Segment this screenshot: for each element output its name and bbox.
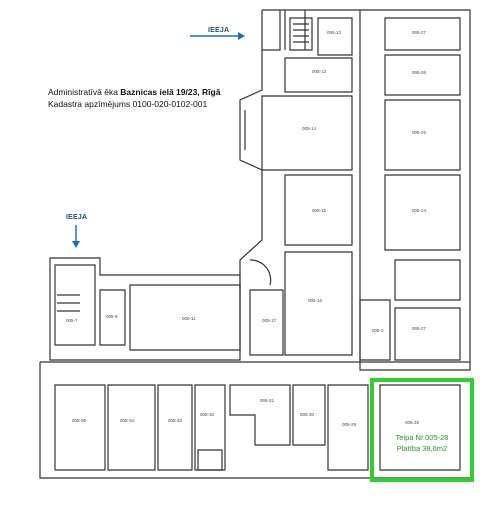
title-prefix: Administratīvā ēka (48, 87, 121, 97)
svg-text:005-12: 005-12 (327, 30, 342, 35)
svg-text:005-13: 005-13 (312, 69, 327, 74)
svg-text:005-32: 005-32 (200, 412, 215, 417)
entrance-label-top: IEEJA (208, 27, 230, 34)
building-title: Administratīvā ēka Baznicas ielā 19/23, … (48, 86, 220, 110)
entrance-arrow-top (190, 32, 245, 40)
svg-text:005-3: 005-3 (372, 328, 384, 333)
title-address: Baznicas ielā 19/23, Rīgā (120, 87, 221, 97)
highlight-box[interactable] (370, 378, 474, 482)
entrance-arrow-left (72, 225, 80, 248)
svg-text:005-30: 005-30 (300, 412, 315, 417)
room-number: Telpa Nr.005-28 (395, 433, 449, 442)
svg-text:005-16: 005-16 (308, 298, 323, 303)
cadastral-number: Kadastra apzīmējums 0100-020-0102-001 (48, 99, 208, 109)
building-walls (39, 9, 471, 479)
svg-text:005-7: 005-7 (66, 318, 78, 323)
svg-text:005-25: 005-25 (412, 130, 427, 135)
svg-text:005-28: 005-28 (405, 420, 420, 425)
svg-text:005-31: 005-31 (260, 398, 275, 403)
highlighted-room-label: Telpa Nr.005-28 Platība 38,6m2 (372, 432, 472, 454)
svg-text:005-27: 005-27 (412, 326, 427, 331)
svg-text:005-14: 005-14 (302, 126, 317, 131)
room-area: Platība 38,6m2 (396, 444, 448, 453)
svg-text:005-35: 005-35 (72, 418, 87, 423)
entrance-label-left: IEEJA (66, 214, 88, 221)
svg-text:005-15: 005-15 (312, 208, 327, 213)
svg-text:005-24: 005-24 (412, 208, 427, 213)
svg-text:005-27: 005-27 (412, 30, 427, 35)
svg-text:005-34: 005-34 (120, 418, 135, 423)
svg-text:005-17: 005-17 (262, 318, 277, 323)
svg-text:005-29: 005-29 (342, 422, 357, 427)
room-labels: 005-12 005-13 005-14 005-15 005-16 005-1… (66, 30, 427, 427)
svg-text:005-33: 005-33 (168, 418, 183, 423)
svg-text:005-11: 005-11 (182, 316, 196, 321)
svg-text:005-26: 005-26 (412, 70, 427, 75)
svg-text:005-9: 005-9 (106, 314, 118, 319)
